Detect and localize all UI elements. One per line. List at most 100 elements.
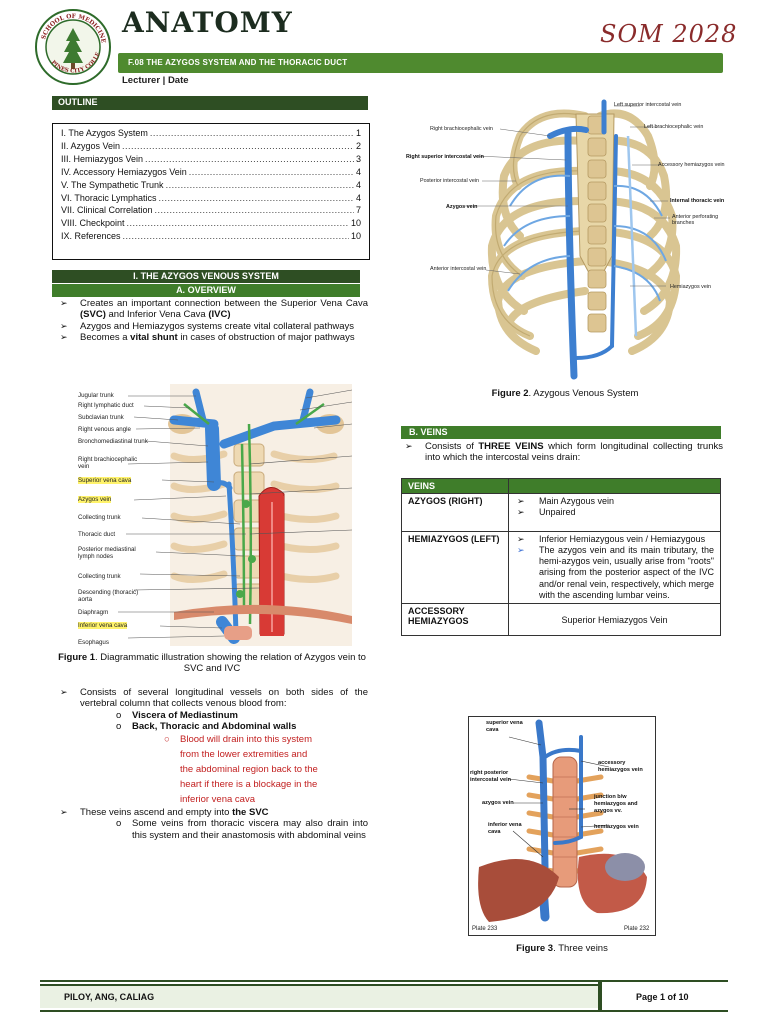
footer-divider	[598, 982, 602, 1010]
fig2-label: Accessory hemiazygos vein	[658, 162, 725, 168]
table-row: ACCESSORY HEMIAZYGOS Superior Hemiazygos…	[401, 603, 721, 637]
fig3-label: accessory hemiazygos vein	[598, 760, 643, 773]
footer-page-number: Page 1 of 10	[636, 992, 689, 1002]
fig3-label: right posterior intercostal vein	[470, 770, 512, 783]
fig3-label: azygos vein	[482, 800, 514, 806]
list-item: ➢Inferior Hemiazygous vein / Hemiazygous	[517, 533, 706, 544]
figure-2-image	[400, 96, 730, 382]
list-item: ➢Creates an important connection between…	[60, 298, 368, 321]
fig2-label: Left superior intercostal vein	[614, 102, 682, 108]
vein-name: AZYGOS (RIGHT)	[401, 493, 509, 532]
lecturer-date: Lecturer | Date	[122, 75, 189, 86]
fig3-label: hemiazygos vein	[594, 824, 639, 830]
fig1-label: Collecting trunk	[78, 514, 121, 521]
toc-item[interactable]: I. The Azygos System1	[61, 127, 361, 140]
table-header-empty	[508, 478, 721, 494]
header-bar	[118, 53, 723, 73]
fig1-label: Right lymphatic duct	[78, 402, 134, 409]
fig2-label: Right superior intercostal vein	[406, 154, 484, 160]
fig1-label-highlight: Superior vena cava	[78, 477, 132, 484]
figure-1-image	[74, 384, 352, 646]
fig1-label: Esophagus	[78, 639, 109, 646]
figure-2-illustration	[464, 99, 681, 380]
fig3-plate-label: Plate 233	[472, 926, 498, 932]
fig1-label: Jugular trunk	[78, 392, 114, 399]
fig1-label: Right brachiocephalic vein	[78, 456, 138, 470]
page-title: ANATOMY	[122, 6, 293, 39]
section-title-azygos-system: I. THE AZYGOS VENOUS SYSTEM	[52, 270, 360, 283]
vein-desc: ➢Main Azygous vein ➢Unpaired	[508, 493, 721, 532]
vein-desc: ➢Inferior Hemiazygous vein / Hemiazygous…	[508, 530, 721, 605]
toc-item[interactable]: IX. References10	[61, 230, 361, 243]
table-row: HEMIAZYGOS (LEFT) ➢Inferior Hemiazygous …	[401, 530, 721, 605]
figure-3-image	[468, 716, 656, 936]
subsection-overview: A. OVERVIEW	[52, 284, 360, 297]
footer-authors: PILOY, ANG, CALIAG	[64, 992, 155, 1002]
footer-names-box	[40, 984, 598, 1008]
school-logo: SCHOOL OF MEDICINE PINES CITY COLLEGES	[34, 8, 111, 85]
som-2028-handwritten: SOM 2028	[600, 20, 738, 48]
list-item: ➢These veins ascend and empty into the S…	[60, 807, 269, 819]
fig2-label: Hemiazygos vein	[670, 284, 712, 290]
collects-blood-bullets: ➢Consists of several longitudinal vessel…	[56, 687, 368, 841]
toc-item[interactable]: VII. Clinical Correlation7	[61, 204, 361, 217]
lecture-code-title: F.08 THE AZYGOS SYSTEM AND THE THORACIC …	[128, 58, 348, 67]
fig3-plate-label: Plate 232	[624, 926, 650, 932]
vein-name: ACCESSORY HEMIAZYGOS	[401, 603, 509, 637]
fig3-label: superior vena cava	[486, 720, 523, 733]
toc-item[interactable]: VIII. Checkpoint10	[61, 217, 361, 230]
footer-rule	[40, 980, 728, 982]
list-item: ➢Consists of THREE VEINS which form long…	[405, 441, 723, 464]
fig2-label: Posterior intercostal vein	[420, 178, 480, 184]
fig1-label: Right venous angle	[78, 426, 131, 433]
footer-bottom-rule	[40, 1010, 728, 1012]
table-row: AZYGOS (RIGHT) ➢Main Azygous vein ➢Unpai…	[401, 493, 721, 532]
fig1-label: Thoracic duct	[78, 531, 116, 538]
toc-item[interactable]: IV. Accessory Hemiazygos Vein4	[61, 166, 361, 179]
fig2-label: Anterior perforating branches	[672, 214, 719, 226]
toc-item[interactable]: III. Hemiazygos Vein3	[61, 153, 361, 166]
fig1-label: Posterior mediastinal lymph nodes	[78, 546, 136, 560]
fig1-label: Descending (thoracic) aorta	[78, 589, 139, 603]
list-item: ➢Azygos and Hemiazygos systems create vi…	[60, 320, 355, 332]
fig3-label: inferior vena cava	[488, 822, 522, 835]
figure-1-caption: Figure 1. Diagrammatic illustration show…	[58, 652, 366, 674]
veins-table: VEINS AZYGOS (RIGHT) ➢Main Azygous vein …	[401, 478, 721, 637]
list-item: ➢Becomes a vital shunt in cases of obstr…	[60, 331, 355, 343]
list-item: ➢Main Azygous vein	[517, 496, 615, 506]
fig1-label-highlight: Inferior vena cava	[78, 622, 128, 629]
subsection-veins: B. VEINS	[401, 426, 721, 439]
fig1-label-highlight: Azygos vein	[78, 496, 112, 503]
list-item: ➢Consists of several longitudinal vessel…	[60, 687, 368, 710]
fig1-label: Bronchomediastinal trunk	[78, 438, 148, 445]
fig2-label: Azygos vein	[446, 204, 478, 210]
fig1-label: Collecting trunk	[78, 573, 121, 580]
figure-2-caption: Figure 2. Azygous Venous System	[491, 388, 639, 399]
table-of-contents: I. The Azygos System1 II. Azygos Vein2 I…	[52, 123, 370, 260]
figure-1-illustration	[118, 384, 352, 646]
toc-item[interactable]: VI. Thoracic Lymphatics4	[61, 192, 361, 205]
table-header-row: VEINS	[401, 478, 721, 494]
fig2-label: Right brachiocephalic vein	[430, 126, 493, 132]
fig1-label: Subclavian trunk	[78, 414, 124, 421]
vein-name: HEMIAZYGOS (LEFT)	[401, 530, 509, 605]
fig3-label: junction b/w hemiazygos and azygos vv.	[594, 794, 638, 814]
figure-3-illustration	[469, 717, 655, 935]
fig2-label: Left brachiocephalic vein	[644, 124, 704, 130]
fig1-label: Diaphragm	[78, 609, 109, 616]
veins-intro-bullet: ➢Consists of THREE VEINS which form long…	[401, 441, 723, 464]
toc-item[interactable]: V. The Sympathetic Trunk4	[61, 179, 361, 192]
vein-desc: Superior Hemiazygos Vein	[508, 603, 721, 637]
fig2-label: Internal thoracic vein	[670, 198, 725, 204]
red-note: ○Blood will drain into this system from …	[164, 734, 318, 806]
toc-item[interactable]: II. Azygos Vein2	[61, 140, 361, 153]
outline-heading: OUTLINE	[52, 96, 368, 110]
list-item: ➢The azygos vein and its main tributary,…	[517, 544, 714, 601]
figure-3-caption: Figure 3. Three veins	[516, 943, 608, 954]
list-item: ➢Unpaired	[517, 507, 576, 518]
overview-bullets: ➢Creates an important connection between…	[56, 298, 368, 343]
fig2-label: Anterior intercostal vein	[430, 266, 487, 272]
